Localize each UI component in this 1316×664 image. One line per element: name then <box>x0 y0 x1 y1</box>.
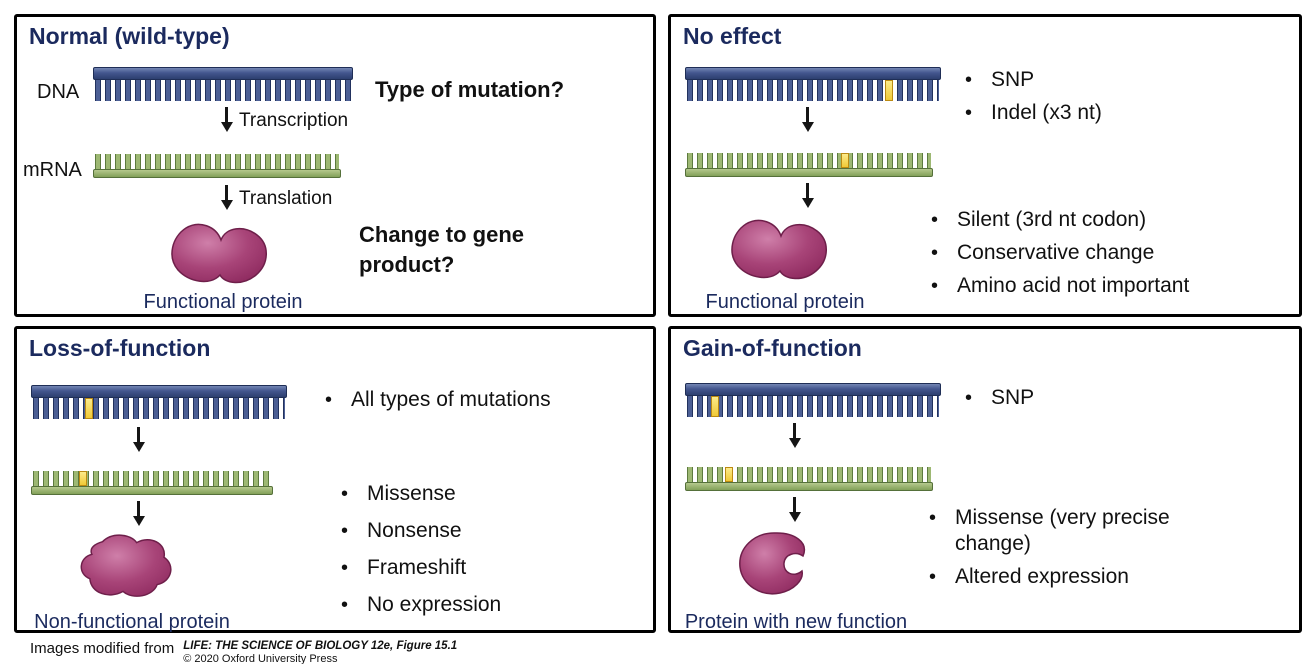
panel-title: No effect <box>683 23 782 49</box>
bullet-item: Silent (3rd nt codon) <box>929 207 1189 233</box>
dna-strand-mutated <box>685 67 941 101</box>
dna-base-pairs <box>687 396 939 417</box>
question-change-to-gene-product: Change to gene product? <box>359 222 525 277</box>
mrna-bases <box>95 154 339 169</box>
mrna-strand-mutated <box>31 471 273 495</box>
mutation-marker <box>841 153 850 168</box>
down-arrow-icon <box>806 183 809 205</box>
dna-mutation-bullet-list: SNP Indel (x3 nt) <box>963 67 1102 133</box>
down-arrow-icon <box>225 185 228 207</box>
bullet-item: SNP <box>963 385 1034 411</box>
translation-label: Translation <box>239 188 333 209</box>
dna-mutation-bullet-list: All types of mutations <box>323 387 551 420</box>
question-type-of-mutation: Type of mutation? <box>375 77 565 102</box>
functional-protein-illustration <box>731 219 827 280</box>
bullet-item: All types of mutations <box>323 387 551 413</box>
dna-backbone <box>685 67 941 80</box>
bullet-item: Indel (x3 nt) <box>963 100 1102 126</box>
non-functional-protein-illustration <box>80 534 172 597</box>
mutation-marker <box>884 80 893 101</box>
mutation-marker <box>724 467 733 482</box>
down-arrow-icon <box>806 107 809 129</box>
mrna-strand <box>93 154 341 178</box>
bullet-item: No expression <box>339 592 501 618</box>
protein-effect-bullet-list: Missense (very precise change) Altered e… <box>927 505 1227 597</box>
bullet-item: Altered expression <box>927 564 1227 590</box>
panel-title: Gain-of-function <box>683 335 862 361</box>
dna-base-pairs <box>33 398 285 419</box>
panel-title: Loss-of-function <box>29 335 211 361</box>
mrna-bases <box>687 153 931 168</box>
footer-source-block: LIFE: THE SCIENCE OF BIOLOGY 12e, Figure… <box>183 640 457 664</box>
panel-no-effect: No effect SNP Indel (x3 nt) <box>668 14 1302 317</box>
dna-label: DNA <box>37 81 80 103</box>
mrna-backbone <box>31 486 273 495</box>
mrna-bases <box>33 471 271 486</box>
new-function-protein-illustration <box>739 532 806 595</box>
dna-base-pairs <box>687 80 939 101</box>
panel-normal: Normal (wild-type) DNA Type of mutation?… <box>14 14 656 317</box>
footer-credit: Images modified from LIFE: THE SCIENCE O… <box>30 640 457 664</box>
protein-caption: Functional protein <box>143 291 303 313</box>
down-arrow-icon <box>137 427 140 449</box>
protein-caption: Protein with new function <box>684 611 908 633</box>
mrna-backbone <box>93 169 341 178</box>
mrna-bases <box>687 467 931 482</box>
mutation-marker <box>79 471 88 486</box>
mrna-backbone <box>685 168 933 177</box>
mutation-marker <box>84 398 93 419</box>
down-arrow-icon <box>793 497 796 519</box>
bullet-item: Conservative change <box>929 240 1189 266</box>
protein-caption: Functional protein <box>705 291 865 313</box>
bullet-item: SNP <box>963 67 1102 93</box>
mrna-strand-mutated <box>685 153 933 177</box>
dna-backbone <box>31 385 287 398</box>
protein-effect-bullet-list: Silent (3rd nt codon) Conservative chang… <box>929 207 1189 306</box>
panel-loss-of-function: Loss-of-function All types of mutations <box>14 326 656 633</box>
panel-gain-of-function: Gain-of-function SNP <box>668 326 1302 633</box>
bullet-item: Frameshift <box>339 555 501 581</box>
bullet-item: Missense (very precise change) <box>927 505 1197 557</box>
functional-protein-illustration <box>171 223 267 284</box>
mutation-marker <box>710 396 719 417</box>
dna-strand-mutated <box>31 385 287 419</box>
dna-backbone <box>685 383 941 396</box>
dna-strand-mutated <box>685 383 941 417</box>
mrna-label: mRNA <box>23 159 82 181</box>
down-arrow-icon <box>137 501 140 523</box>
dna-backbone <box>93 67 353 80</box>
protein-caption: Non-functional protein <box>34 611 230 633</box>
footer-source: LIFE: THE SCIENCE OF BIOLOGY 12e, Figure… <box>183 640 458 652</box>
transcription-label: Transcription <box>239 110 349 131</box>
protein-effect-bullet-list: Missense Nonsense Frameshift No expressi… <box>339 481 501 629</box>
mrna-backbone <box>685 482 933 491</box>
bullet-item: Missense <box>339 481 501 507</box>
panel-title: Normal (wild-type) <box>29 23 230 49</box>
dna-mutation-bullet-list: SNP <box>963 385 1034 418</box>
dna-base-pairs <box>95 80 351 101</box>
footer-prefix: Images modified from <box>30 640 175 657</box>
down-arrow-icon <box>225 107 228 129</box>
down-arrow-icon <box>793 423 796 445</box>
dna-strand <box>93 67 353 101</box>
mrna-strand-mutated <box>685 467 933 491</box>
bullet-item: Nonsense <box>339 518 501 544</box>
footer-copyright: © 2020 Oxford University Press <box>183 653 338 664</box>
bullet-item: Amino acid not important <box>929 273 1189 299</box>
